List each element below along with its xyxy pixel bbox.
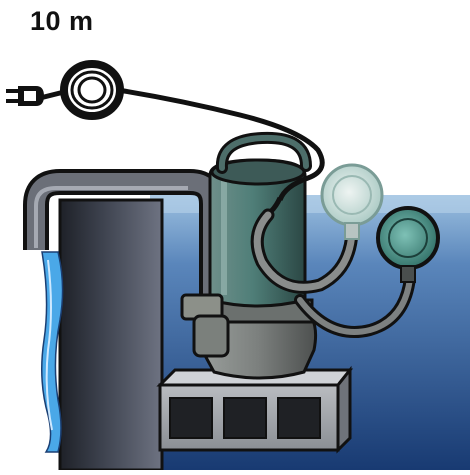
concrete-block [156, 365, 354, 454]
power-cable [117, 87, 325, 201]
float-switch-raised [320, 163, 384, 240]
plug-icon [6, 86, 44, 106]
cable-coil [39, 60, 124, 120]
cable-length-label: 10 m [30, 6, 94, 36]
pump-outlet-elbow [180, 293, 230, 358]
float-switch-lowered [376, 206, 440, 283]
wall [58, 198, 164, 472]
